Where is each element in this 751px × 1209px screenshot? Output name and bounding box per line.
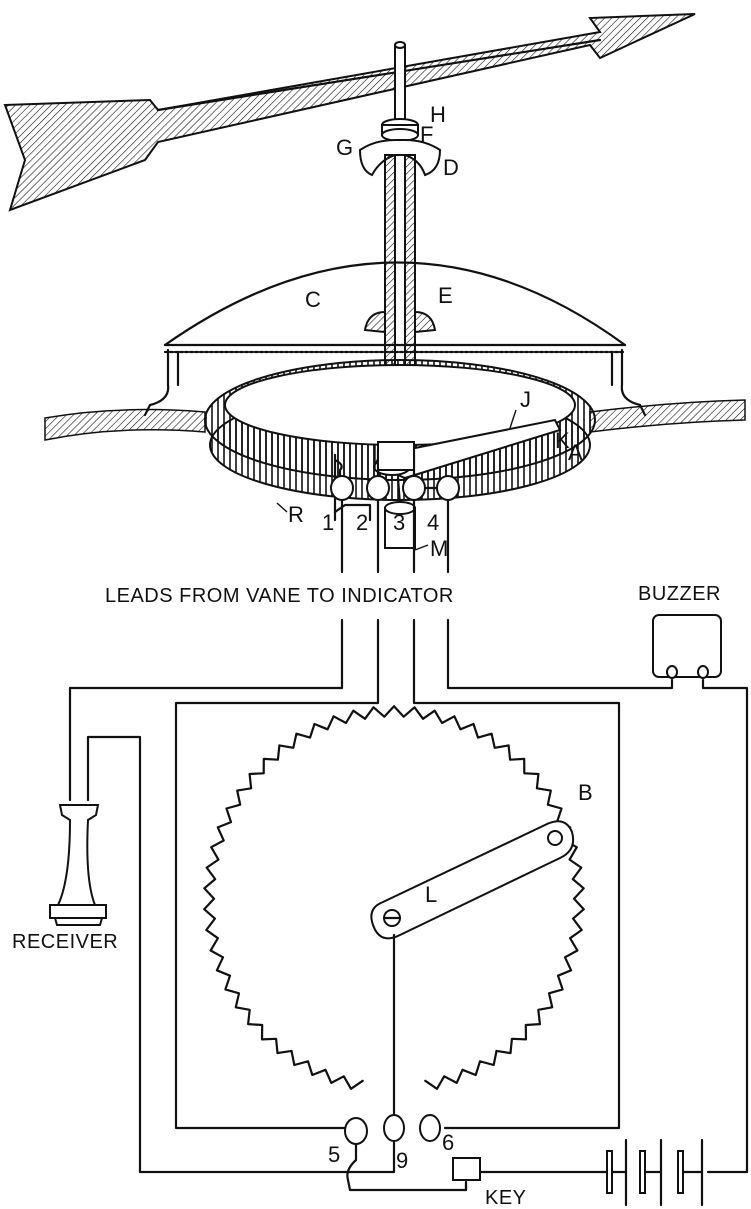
- key: [452, 1157, 481, 1192]
- leads-caption: LEADS FROM VANE TO INDICATOR: [105, 585, 454, 607]
- terminal-label-9: 9: [396, 1148, 408, 1173]
- terminal-6: [419, 1114, 441, 1142]
- terminal-label-1: 1: [322, 510, 334, 535]
- label-d: D: [443, 155, 459, 180]
- arm-label-l: L: [425, 882, 437, 907]
- label-g: G: [336, 135, 353, 160]
- receiver-label: RECEIVER: [12, 931, 118, 953]
- terminal-label-5: 5: [328, 1142, 340, 1167]
- circuit-wiring: [68, 618, 749, 1192]
- label-a: A: [568, 440, 583, 465]
- buzzer-label: BUZZER: [638, 583, 721, 605]
- key-label: KEY: [485, 1187, 527, 1209]
- terminal-1: [330, 475, 354, 501]
- contact-label-b: B: [578, 780, 593, 805]
- label-c: C: [305, 287, 321, 312]
- contact-arm-l: [370, 820, 575, 940]
- terminal-label-6: 6: [442, 1130, 454, 1155]
- label-k: K: [555, 428, 570, 453]
- label-m: M: [430, 536, 448, 561]
- roof-base: [44, 399, 746, 441]
- battery: [606, 1138, 704, 1207]
- terminal-9: [383, 1114, 405, 1142]
- terminal-4: [436, 475, 460, 501]
- contact-m: [333, 476, 416, 549]
- collar-h: [381, 118, 419, 142]
- label-e: E: [438, 283, 453, 308]
- label-h: H: [430, 102, 446, 127]
- terminal-label-4: 4: [427, 510, 439, 535]
- receiver: [49, 804, 107, 926]
- label-f: F: [420, 122, 433, 147]
- terminal-5: [344, 1117, 368, 1145]
- housing-c: [143, 261, 647, 417]
- resistance-coil: [203, 705, 585, 1090]
- terminal-3: [402, 475, 426, 501]
- buzzer: [652, 614, 722, 679]
- terminal-label-2: 2: [356, 510, 368, 535]
- terminal-label-3: 3: [393, 510, 405, 535]
- label-j: J: [520, 387, 531, 412]
- cup-g: [358, 139, 442, 177]
- terminal-2: [366, 475, 390, 501]
- vane-arrow: [3, 13, 696, 212]
- label-r: R: [288, 502, 304, 527]
